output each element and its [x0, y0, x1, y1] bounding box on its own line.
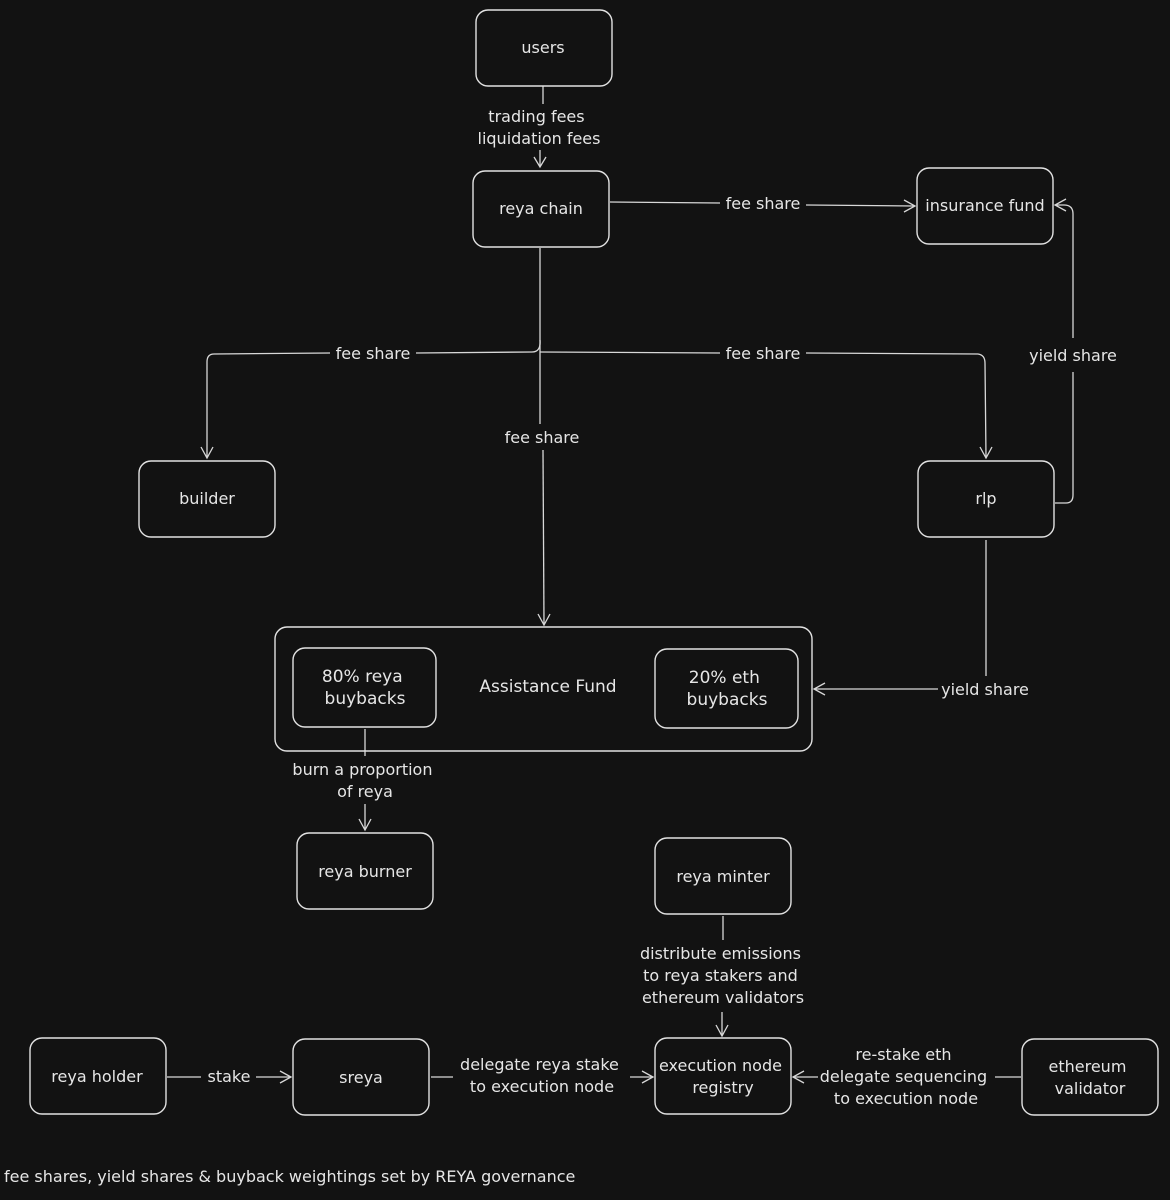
reya-buybacks-label: 80% reya buybacks: [322, 667, 408, 709]
node-reya-buybacks: 80% reya buybacks: [292, 647, 437, 728]
node-builder: builder: [138, 460, 276, 538]
node-insurance-fund: insurance fund: [916, 167, 1054, 245]
node-ethereum-validator: ethereum validator: [1021, 1038, 1159, 1116]
label-reya-chain-to-insurance-fund: fee share: [726, 194, 801, 213]
node-reya-chain: reya chain: [472, 170, 610, 248]
edge-reya-minter-to-registry: [715, 916, 729, 1038]
node-rlp: rlp: [917, 460, 1055, 538]
edge-reya-chain-to-rlp: [539, 351, 993, 460]
label-buybacks-to-reya-burner: burn a proportion of reya: [292, 760, 437, 801]
node-assistance-fund: Assistance Fund: [274, 626, 813, 752]
label-users-to-reya-chain: trading fees liquidation fees: [478, 107, 601, 148]
execution-node-registry-label: execution node registry: [659, 1056, 787, 1097]
edge-reya-chain-to-insurance-fund: [609, 199, 917, 213]
label-sreya-to-registry: delegate reya stake to execution node: [460, 1055, 624, 1096]
label-reya-holder-to-sreya: stake: [208, 1067, 251, 1086]
node-rlp-label: rlp: [975, 489, 996, 508]
node-reya-burner-label: reya burner: [318, 862, 412, 881]
ethereum-validator-label: ethereum validator: [1049, 1057, 1132, 1098]
label-rlp-to-insurance-fund: yield share: [1029, 346, 1117, 365]
node-users: users: [475, 9, 613, 87]
edge-sreya-to-registry: [431, 1070, 655, 1084]
edge-reya-chain-to-builder: [200, 339, 541, 460]
edge-reya-holder-to-sreya: [167, 1070, 293, 1084]
label-validator-to-registry: re-stake eth delegate sequencing to exec…: [820, 1045, 993, 1108]
node-users-label: users: [521, 38, 564, 57]
edge-reya-chain-to-assistance-fund: [537, 248, 551, 627]
node-reya-minter: reya minter: [654, 837, 792, 915]
edge-users-to-reya-chain: [533, 86, 547, 169]
label-rlp-to-assistance-fund: yield share: [941, 680, 1029, 699]
label-reya-chain-to-builder: fee share: [336, 344, 411, 363]
node-reya-chain-label: reya chain: [499, 199, 583, 218]
eth-buybacks-label: 20% eth buybacks: [687, 668, 768, 710]
governance-footnote: fee shares, yield shares & buyback weigh…: [4, 1167, 575, 1186]
node-reya-burner: reya burner: [296, 832, 434, 910]
edge-rlp-to-assistance-fund: [812, 540, 987, 696]
label-reya-chain-to-rlp: fee share: [726, 344, 801, 363]
node-sreya-label: sreya: [339, 1068, 383, 1087]
node-reya-holder-label: reya holder: [51, 1067, 143, 1086]
node-eth-buybacks: 20% eth buybacks: [654, 648, 799, 729]
edge-buybacks-to-reya-burner: [358, 729, 372, 832]
node-reya-holder: reya holder: [29, 1037, 167, 1115]
node-reya-minter-label: reya minter: [676, 867, 770, 886]
node-execution-node-registry: execution node registry: [654, 1037, 792, 1115]
edge-validator-to-registry: [791, 1070, 1021, 1084]
edge-rlp-to-insurance-fund: [1053, 198, 1074, 504]
label-reya-minter-to-registry: distribute emissions to reya stakers and…: [640, 944, 806, 1007]
assistance-fund-title: Assistance Fund: [479, 677, 616, 697]
node-insurance-fund-label: insurance fund: [925, 196, 1044, 215]
label-reya-chain-to-assistance-fund: fee share: [505, 428, 580, 447]
node-builder-label: builder: [179, 489, 235, 508]
node-sreya: sreya: [292, 1038, 430, 1116]
